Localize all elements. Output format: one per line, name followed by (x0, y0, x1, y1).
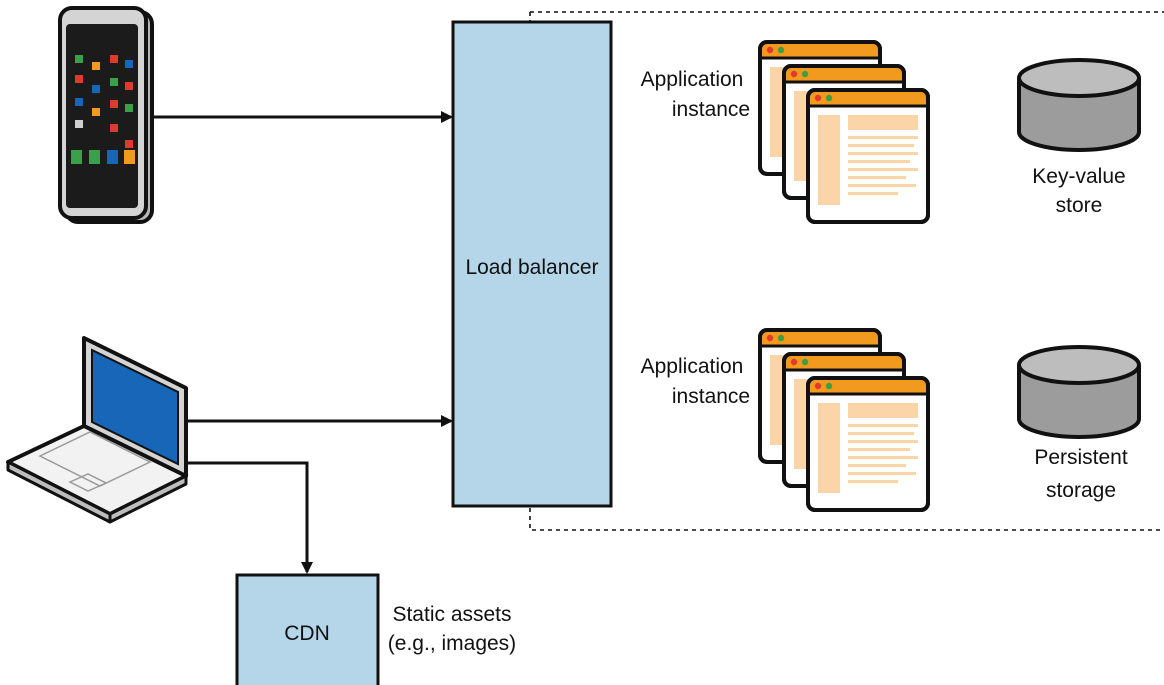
key-value-store-label-line1: Key-value (1032, 165, 1125, 188)
cdn-box (235, 573, 380, 685)
app-window-icon (806, 376, 930, 512)
app-window-icon (806, 88, 930, 224)
database-icon (1017, 58, 1141, 152)
app-instance-top-label-line2: instance (672, 98, 750, 121)
app-instance-bottom-label-line1: Application (641, 355, 744, 378)
app-tier-boundary (529, 11, 1164, 531)
arrow-laptop-to-cdn (186, 461, 313, 574)
static-assets-label-line2: (e.g., images) (388, 632, 516, 655)
laptop-icon (6, 336, 188, 524)
persistent-storage-label-line2: storage (1046, 479, 1116, 502)
static-assets-label-line1: Static assets (392, 603, 511, 626)
cdn-label: CDN (284, 622, 330, 645)
smartphone-icon (58, 6, 154, 224)
persistent-storage-label-line1: Persistent (1034, 446, 1128, 469)
app-instance-top-label-line1: Application (641, 68, 744, 91)
database-icon (1017, 345, 1141, 439)
load-balancer-label: Load balancer (465, 256, 598, 279)
load-balancer-box (451, 20, 613, 508)
key-value-store-label-line2: store (1056, 194, 1103, 217)
app-window-stack-top (758, 40, 930, 224)
app-window-stack-bottom (758, 328, 930, 512)
app-instance-bottom-label-line2: instance (672, 385, 750, 408)
